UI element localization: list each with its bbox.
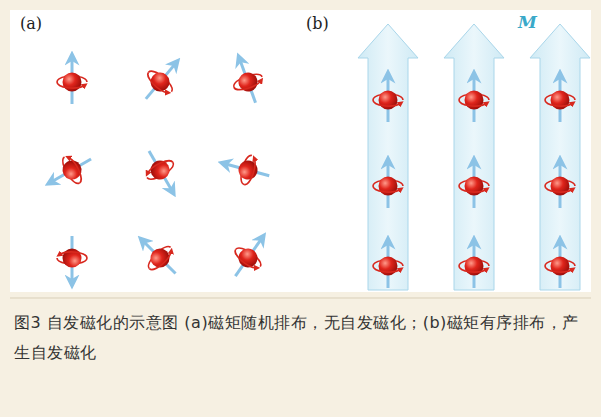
magnetic-moment [459,242,489,288]
panel-label: (b) [306,14,329,33]
magnetic-moment [223,230,274,285]
magnetic-moment [57,236,87,282]
magnetic-moment [44,146,99,195]
magnetic-moment [545,76,575,122]
vector-label: M [518,12,537,32]
divider [10,298,591,299]
magnetic-moment [132,230,186,284]
magnetic-moment [136,143,185,198]
magnetic-moment [459,76,489,122]
magnetization-arrow [530,24,590,290]
magnetization-arrow [444,24,504,290]
magnetic-moment [373,242,403,288]
panel-label: (a) [20,14,42,33]
magnetic-moment [57,58,87,104]
magnetic-moment [373,76,403,122]
magnetic-moment [545,162,575,208]
magnetic-moment [373,162,403,208]
magnetic-moment [226,54,270,107]
magnetic-moment [134,54,187,109]
figure-caption: 图3 自发磁化的示意图 (a)磁矩随机排布，无自发磁化；(b)磁矩有序排布，产生… [14,308,584,368]
magnetization-arrow [358,24,418,290]
magnetic-moment [459,162,489,208]
magnetic-moment [545,242,575,288]
magnetic-moment [221,149,273,190]
figure-panel [10,10,591,292]
